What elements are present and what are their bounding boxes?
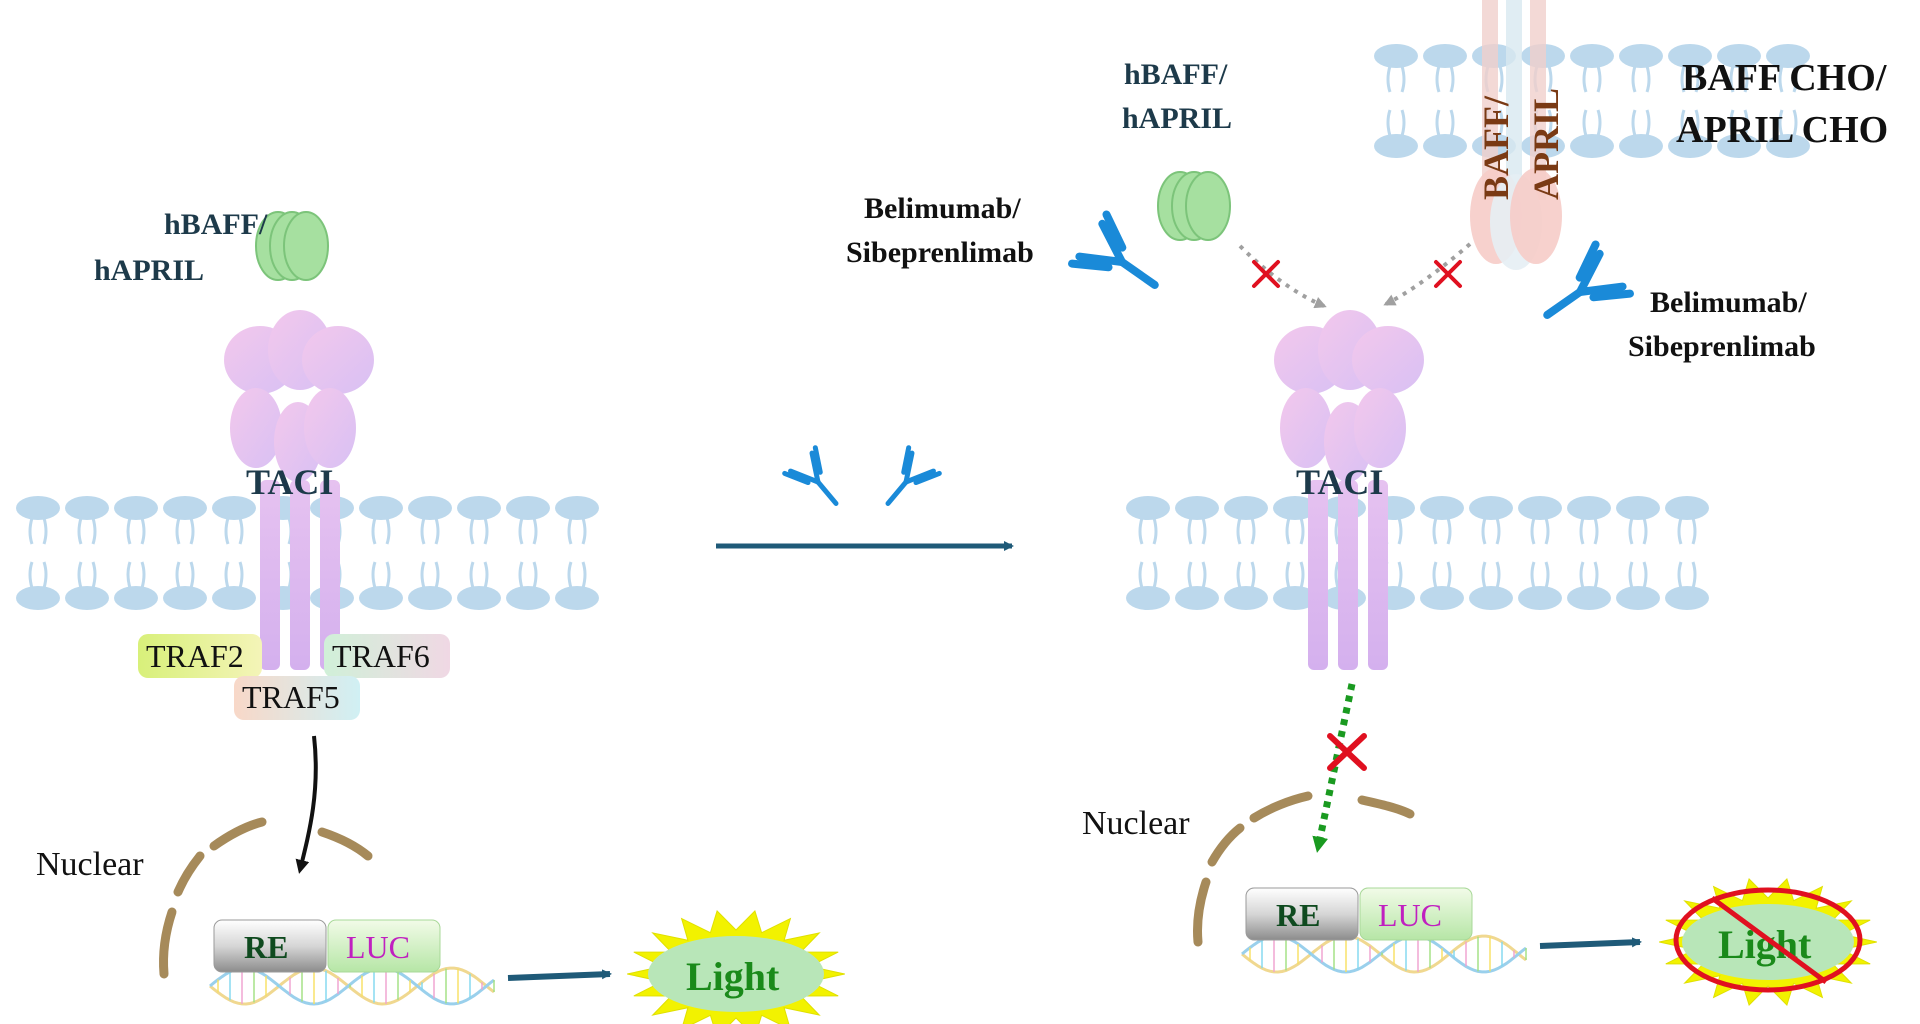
- lipid: [1374, 44, 1418, 158]
- svg-text:LUC: LUC: [346, 929, 410, 965]
- blocked-cell-arrow: [1383, 242, 1472, 306]
- left-signal-arrow: [295, 735, 318, 874]
- lipid: [1766, 44, 1810, 158]
- lipid: [1224, 496, 1268, 610]
- left-ligand-trimer: [255, 211, 329, 281]
- right-antibody-label-right-line2: Sibeprenlimab: [1628, 330, 1816, 363]
- inhibit-x-icon: [1252, 260, 1280, 288]
- right-taci-receptor: [1274, 310, 1424, 670]
- right-luc-gene: LUC: [1359, 887, 1473, 941]
- lipid: [359, 496, 403, 610]
- lipid: [65, 496, 109, 610]
- cho-cell-label-line1: BAFF CHO/: [1682, 57, 1887, 99]
- left-nuclear-envelope: [159, 817, 373, 979]
- right-ligand-label-line2: hAPRIL: [1122, 102, 1232, 135]
- right-output-arrow: [1539, 937, 1642, 949]
- svg-text:BAFF/: BAFF/: [1476, 95, 1516, 200]
- left-light-burst: Light: [627, 910, 845, 1024]
- left-output-arrow: [507, 969, 612, 981]
- no-light-icon: [1673, 887, 1863, 993]
- left-traf5: TRAF5: [234, 676, 360, 720]
- right-antibody-label-left-line2: Sibeprenlimab: [846, 236, 1034, 269]
- right-nuclear-envelope: [1193, 791, 1415, 947]
- lipid: [506, 496, 550, 610]
- right-ligand-label-line1: hBAFF/: [1124, 58, 1228, 91]
- antibody-icon: [1068, 210, 1159, 289]
- cho-baff-april-protein: BAFF/ APRIL: [1470, 0, 1566, 270]
- left-re-element: RE: [213, 919, 327, 973]
- lipid: [555, 496, 599, 610]
- svg-text:Light: Light: [686, 954, 780, 999]
- svg-text:APRIL: APRIL: [1526, 88, 1566, 200]
- svg-text:TRAF2: TRAF2: [146, 638, 244, 674]
- lipid: [1469, 496, 1513, 610]
- svg-text:RE: RE: [244, 929, 288, 965]
- lipid: [163, 496, 207, 610]
- antibody-icon: [1543, 240, 1634, 319]
- lipid: [1619, 44, 1663, 158]
- svg-text:TRAF5: TRAF5: [242, 679, 340, 715]
- right-panel: BAFF/ APRIL BAFF CHO/ APRIL CHO hBAFF/ h…: [846, 0, 1888, 1006]
- right-nuclear-label: Nuclear: [1082, 805, 1190, 842]
- left-panel: hBAFF/ hAPRIL TACI TRAF2 TRAF6 TRAF5: [16, 208, 845, 1024]
- lipid: [1668, 44, 1712, 158]
- svg-text:RE: RE: [1276, 897, 1320, 933]
- lipid: [1717, 44, 1761, 158]
- left-traf6: TRAF6: [324, 634, 450, 678]
- left-traf2: TRAF2: [138, 634, 262, 678]
- svg-text:LUC: LUC: [1378, 897, 1442, 933]
- lipid: [1570, 44, 1614, 158]
- right-dna-helix: [1241, 934, 1527, 974]
- right-ligand-trimer: [1157, 171, 1231, 241]
- inhibit-x-icon: [1434, 260, 1462, 288]
- lipid: [1616, 496, 1660, 610]
- right-antibody-label-right-line1: Belimumab/: [1650, 286, 1807, 319]
- lipid: [1126, 496, 1170, 610]
- right-antibody-label-left-line1: Belimumab/: [864, 192, 1021, 225]
- left-taci-label: TACI: [246, 462, 333, 502]
- cho-cell-label-line2: APRIL CHO: [1676, 109, 1888, 151]
- lipid: [457, 496, 501, 610]
- lipid: [408, 496, 452, 610]
- lipid: [1518, 496, 1562, 610]
- lipid: [1420, 496, 1464, 610]
- lipid: [16, 496, 60, 610]
- blocked-signal-arrow: [1312, 683, 1356, 853]
- lipid: [1423, 44, 1467, 158]
- left-luc-gene: LUC: [327, 919, 441, 973]
- right-re-element: RE: [1245, 887, 1359, 941]
- right-membrane: [1126, 496, 1709, 610]
- left-taci-receptor: [224, 310, 374, 670]
- lipid: [1175, 496, 1219, 610]
- svg-text:TRAF6: TRAF6: [332, 638, 430, 674]
- antibody-icon: [885, 445, 942, 506]
- left-dna-helix: [209, 966, 495, 1006]
- inhibit-x-icon: [1327, 733, 1367, 771]
- right-taci-label: TACI: [1296, 462, 1383, 502]
- lipid: [114, 496, 158, 610]
- left-ligand-label-line2: hAPRIL: [94, 254, 204, 287]
- right-light-burst: Light: [1659, 878, 1877, 1006]
- treatment-transition: [716, 445, 1014, 551]
- blocked-ligand-arrow: [1238, 244, 1327, 309]
- antibody-icon: [782, 445, 839, 506]
- lipid: [1273, 496, 1317, 610]
- lipid: [212, 496, 256, 610]
- left-ligand-label-line1: hBAFF/: [164, 208, 268, 241]
- lipid: [1665, 496, 1709, 610]
- left-nuclear-label: Nuclear: [36, 846, 144, 883]
- lipid: [1567, 496, 1611, 610]
